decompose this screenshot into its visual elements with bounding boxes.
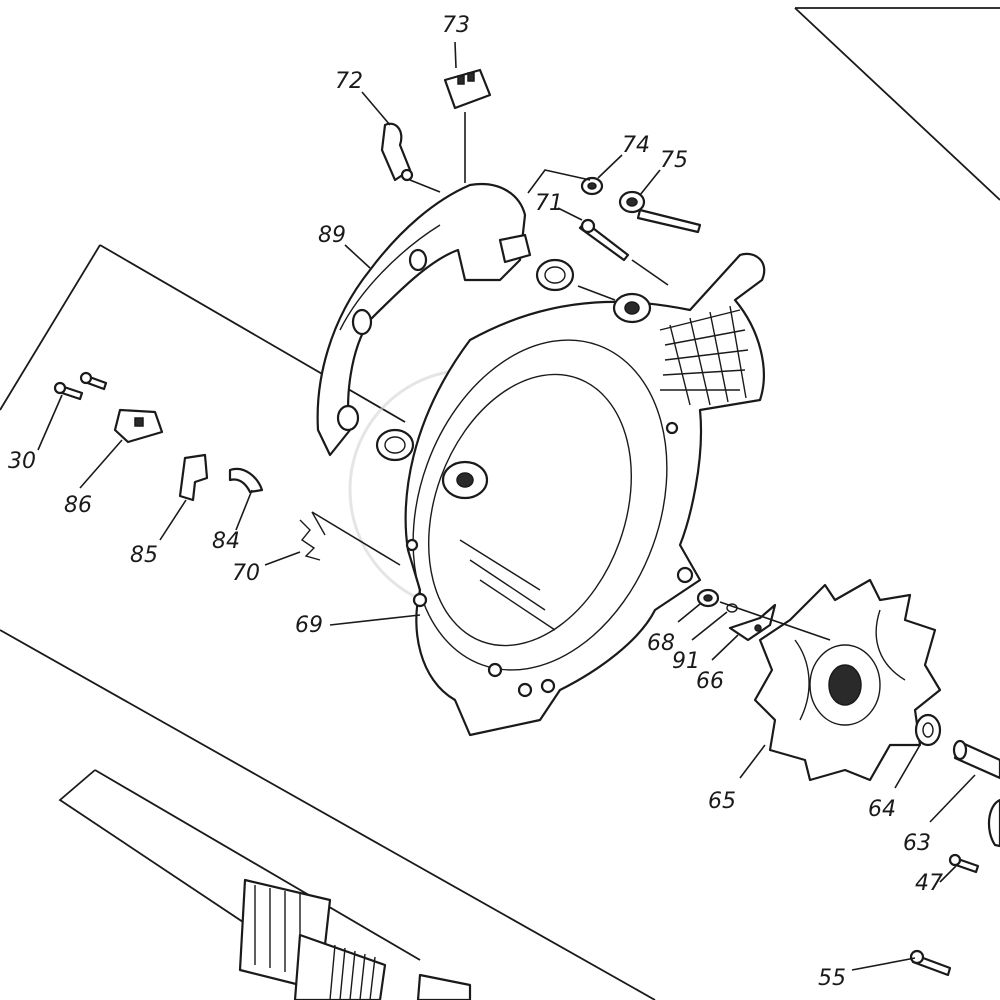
- fan-housing: [404, 252, 766, 737]
- callout-89: 89: [318, 223, 346, 248]
- clip-84: [228, 467, 264, 494]
- callout-69: 69: [295, 613, 323, 638]
- switch-part: [443, 68, 492, 110]
- callout-68: 68: [647, 631, 675, 656]
- shaft-63: [952, 739, 1000, 780]
- callout-72: 72: [335, 69, 363, 94]
- callout-85: 85: [130, 543, 158, 568]
- handle-part: [316, 182, 532, 457]
- callout-86: 86: [64, 493, 92, 518]
- nut-68: [696, 588, 720, 608]
- callout-64: 64: [868, 797, 896, 822]
- callout-84: 84: [212, 529, 240, 554]
- callout-labels: 73 72 74 75 71 89 30 86 85 84 70 69 68 9…: [8, 13, 943, 991]
- screw-55: [909, 949, 952, 977]
- leader-lines: [37, 41, 976, 971]
- callout-65: 65: [708, 789, 736, 814]
- callout-55: 55: [818, 966, 846, 991]
- callout-30: 30: [8, 449, 36, 474]
- screw-71: [578, 218, 630, 262]
- spring-70: [299, 511, 326, 561]
- callout-66: 66: [696, 669, 724, 694]
- callout-47: 47: [915, 871, 943, 896]
- lower-assembly-fragment: [238, 878, 472, 1000]
- washer-64: [914, 713, 942, 747]
- callout-75: 75: [660, 148, 688, 173]
- fan-impeller-65: [753, 578, 942, 782]
- trigger-part: [380, 122, 414, 182]
- callout-71: 71: [535, 191, 563, 216]
- bushing-upper: [535, 258, 652, 324]
- plate-66: [728, 603, 777, 642]
- callout-91: 91: [672, 649, 700, 674]
- bushing-lower: [375, 428, 415, 462]
- callout-63: 63: [903, 831, 931, 856]
- frame-lines: [0, 7, 1000, 1000]
- bracket-86: [113, 408, 164, 444]
- screws-30: [53, 371, 108, 401]
- washer-74: [580, 176, 604, 196]
- callout-73: 73: [442, 13, 470, 38]
- screw-47: [948, 853, 980, 874]
- part-edge-right: [987, 798, 1000, 848]
- clip-85: [178, 453, 209, 502]
- nut-75: [618, 190, 702, 234]
- callout-74: 74: [622, 133, 650, 158]
- callout-70: 70: [232, 561, 260, 586]
